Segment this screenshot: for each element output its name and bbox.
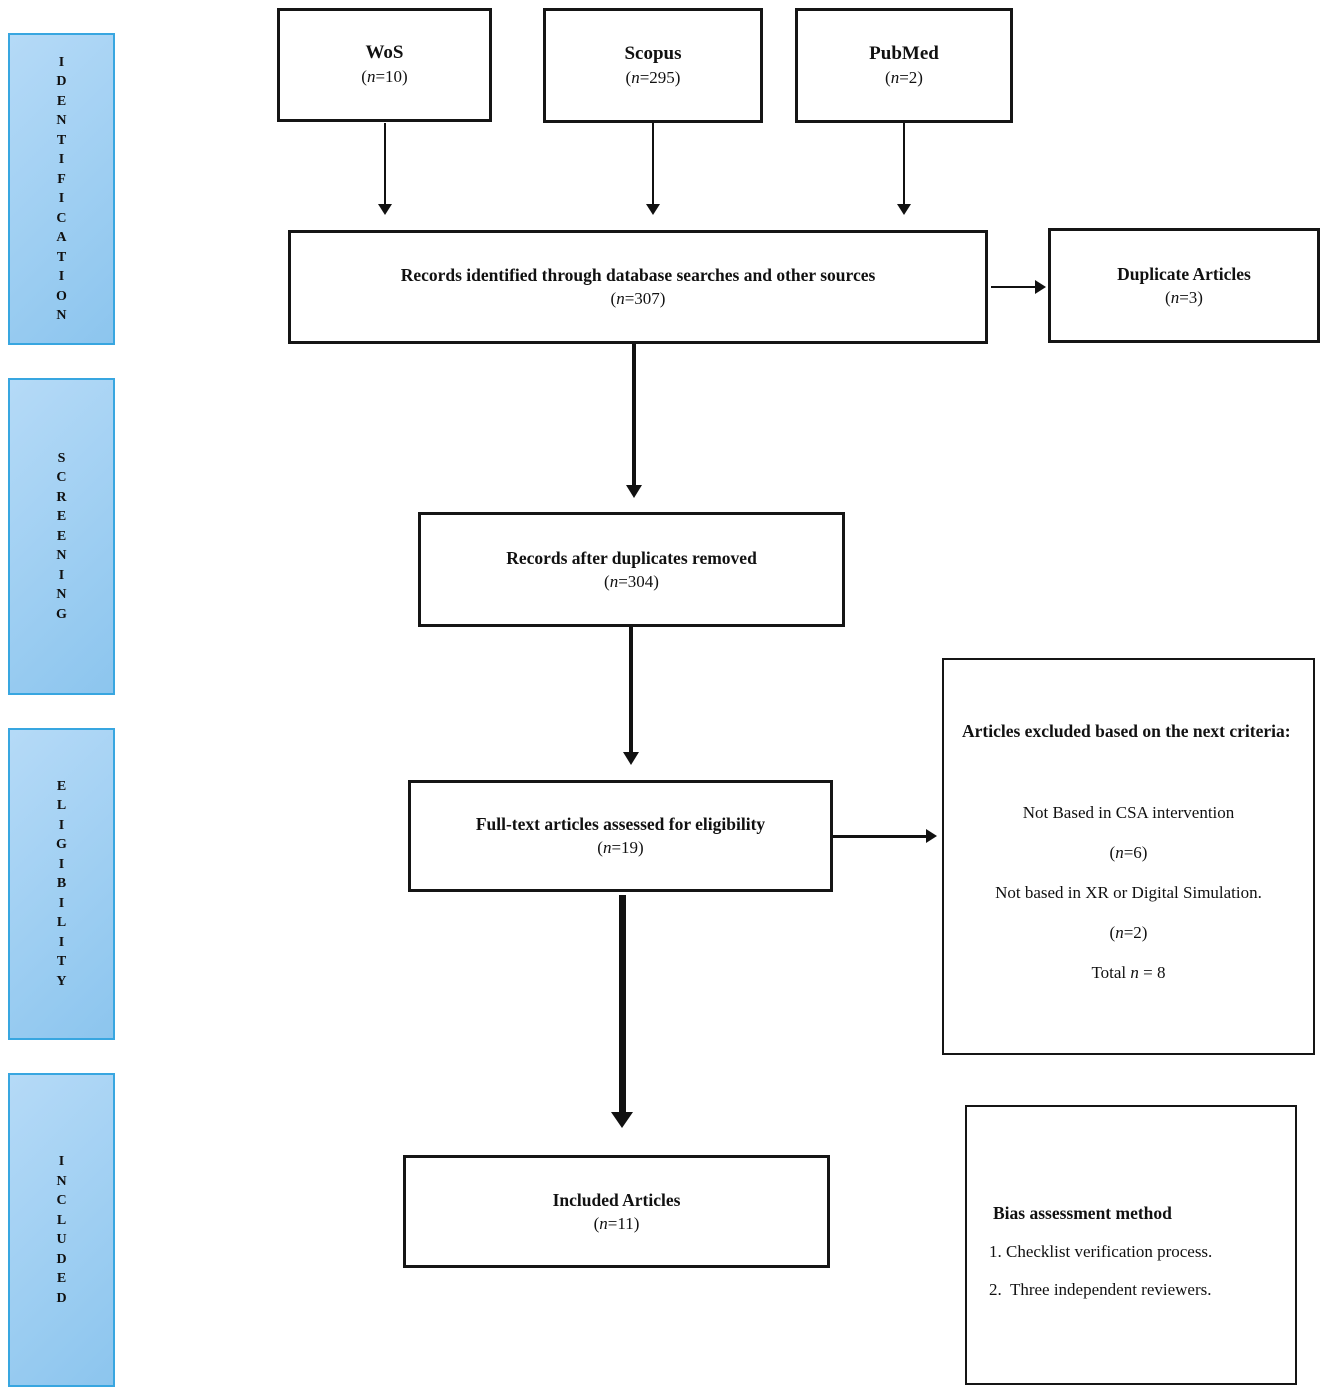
box-fulltext-assessed: Full-text articles assessed for eligibil…	[408, 780, 833, 892]
count-var: n	[1170, 287, 1180, 307]
box-records-identified-title: Records identified through database sear…	[400, 265, 876, 285]
count-var: n	[616, 289, 625, 308]
count-var: n	[609, 571, 619, 591]
bias-assessment-title: Bias assessment method	[993, 1203, 1172, 1223]
total-var: n	[1130, 963, 1139, 982]
arrow-records-to-duplicates	[991, 279, 1046, 295]
arrow-pubmed-to-records	[896, 123, 912, 215]
box-records-deduped-title: Records after duplicates removed	[506, 547, 757, 568]
box-records-deduped: Records after duplicates removed (n=304)	[418, 512, 845, 627]
arrow-scopus-to-records	[645, 123, 661, 215]
box-scopus-count: (n=295)	[626, 66, 681, 90]
count-rest: =295)	[639, 67, 681, 87]
count-rest: =11)	[607, 1213, 640, 1233]
arrow-records-to-deduped	[625, 344, 643, 498]
excluded-reason-2: Not based in XR or Digital Simulation.	[995, 883, 1262, 902]
box-scopus: Scopus (n=295)	[543, 8, 763, 123]
box-articles-excluded: Articles excluded based on the next crit…	[942, 658, 1315, 1055]
box-wos-count: (n=10)	[361, 65, 407, 89]
box-pubmed-count: (n=2)	[885, 66, 923, 90]
box-wos: WoS (n=10)	[277, 8, 492, 122]
count-open: (	[610, 289, 617, 308]
box-pubmed: PubMed (n=2)	[795, 8, 1013, 123]
count-var: n	[1115, 843, 1124, 862]
count-var: n	[602, 838, 612, 857]
stage-screening: S C R E E N I N G	[8, 378, 115, 695]
count-open: (	[361, 67, 367, 86]
stage-included: I N C L U D E D	[8, 1073, 115, 1387]
box-records-identified: Records identified through database sear…	[288, 230, 988, 344]
excluded-reason-1: Not Based in CSA intervention	[1022, 803, 1235, 822]
count-rest: =3)	[1179, 287, 1203, 307]
count-open: (	[885, 67, 891, 87]
arrow-fulltext-to-excluded	[833, 828, 937, 844]
count-rest: =2)	[1123, 923, 1148, 942]
count-rest: =10)	[375, 67, 408, 86]
excluded-total: Total n = 8	[962, 960, 1295, 986]
count-var: n	[366, 67, 376, 86]
excluded-count-1: (n=6)	[962, 840, 1295, 866]
box-duplicate-articles-count: (n=3)	[1165, 286, 1203, 310]
arrow-fulltext-to-included	[610, 895, 634, 1128]
articles-excluded-title: Articles excluded based on the next crit…	[962, 721, 1291, 741]
total-prefix: Total	[1091, 963, 1131, 982]
excluded-count-2: (n=2)	[962, 920, 1295, 946]
count-var: n	[631, 67, 640, 87]
count-open: (	[597, 838, 603, 857]
box-wos-title: WoS	[365, 42, 404, 63]
stage-identification-label: I D E N T I F I C A T I O N	[56, 54, 67, 324]
count-open: (	[1109, 923, 1116, 942]
stage-eligibility-label: E L I G I B I L I T Y	[56, 778, 67, 989]
stage-identification: I D E N T I F I C A T I O N	[8, 33, 115, 345]
box-duplicate-articles: Duplicate Articles (n=3)	[1048, 228, 1320, 343]
bias-item-1: 1. Checklist verification process.	[989, 1242, 1213, 1261]
arrow-deduped-to-fulltext	[622, 627, 640, 765]
arrow-wos-to-records	[377, 123, 393, 215]
count-var: n	[890, 67, 900, 87]
box-bias-assessment: Bias assessment method 1. Checklist veri…	[965, 1105, 1297, 1385]
count-open: (	[1109, 843, 1116, 862]
box-included-articles: Included Articles (n=11)	[403, 1155, 830, 1268]
count-rest: =2)	[899, 67, 923, 87]
total-rest: = 8	[1138, 963, 1166, 982]
count-rest: =6)	[1123, 843, 1148, 862]
box-fulltext-assessed-title: Full-text articles assessed for eligibil…	[475, 814, 766, 834]
count-open: (	[604, 571, 610, 591]
count-open: (	[625, 67, 632, 87]
stage-included-label: I N C L U D E D	[56, 1154, 67, 1306]
count-var: n	[599, 1213, 608, 1233]
count-rest: =307)	[624, 289, 666, 308]
box-records-identified-count: (n=307)	[611, 287, 666, 311]
count-rest: =304)	[618, 571, 659, 591]
box-records-deduped-count: (n=304)	[604, 570, 659, 594]
bias-item-2: 2. Three independent reviewers.	[989, 1280, 1212, 1299]
box-pubmed-title: PubMed	[869, 42, 939, 64]
box-duplicate-articles-title: Duplicate Articles	[1117, 263, 1251, 284]
count-open: (	[1165, 287, 1171, 307]
box-scopus-title: Scopus	[624, 42, 682, 64]
box-fulltext-assessed-count: (n=19)	[597, 836, 643, 860]
stage-eligibility: E L I G I B I L I T Y	[8, 728, 115, 1040]
count-var: n	[1115, 923, 1124, 942]
count-rest: =19)	[611, 838, 644, 857]
box-included-articles-title: Included Articles	[552, 1189, 681, 1210]
stage-screening-label: S C R E E N I N G	[56, 450, 67, 622]
count-open: (	[593, 1213, 600, 1233]
box-included-articles-count: (n=11)	[594, 1212, 640, 1236]
